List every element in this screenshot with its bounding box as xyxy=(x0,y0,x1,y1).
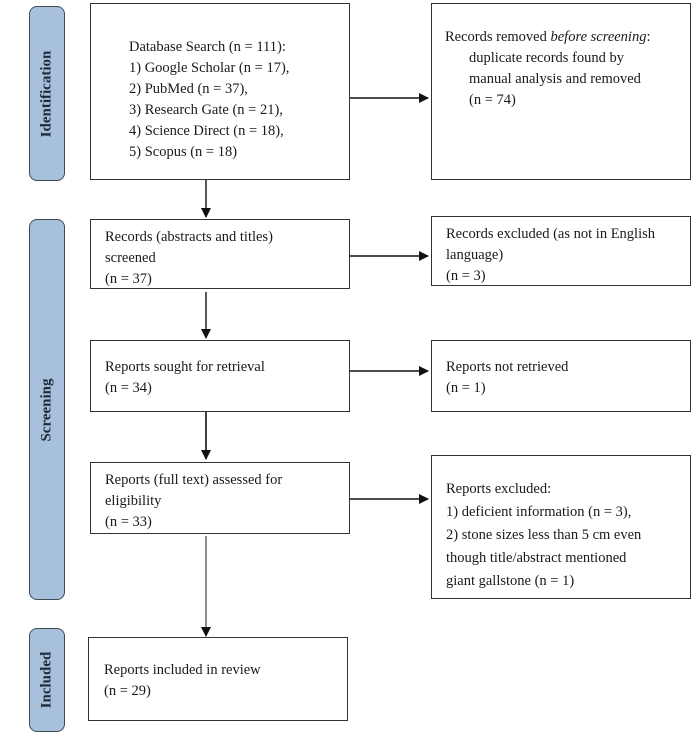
reports-sought-line: (n = 34) xyxy=(105,380,152,396)
records-excluded-line: Records excluded (as not in English xyxy=(446,226,655,242)
reports-sought-box: Reports sought for retrieval (n = 34) xyxy=(90,340,350,412)
phase-included: Included xyxy=(29,628,65,732)
reports-assessed-line: eligibility xyxy=(105,493,162,509)
reports-not-retrieved-box: Reports not retrieved (n = 1) xyxy=(431,340,691,412)
records-removed-line: manual analysis and removed xyxy=(469,71,641,87)
database-search-line: 4) Science Direct (n = 18), xyxy=(129,123,284,139)
records-excluded-box: Records excluded (as not in English lang… xyxy=(431,216,691,286)
records-screened-line: Records (abstracts and titles) xyxy=(105,229,273,245)
records-screened-line: screened xyxy=(105,250,156,266)
records-removed-line: duplicate records found by xyxy=(469,50,625,66)
reports-excluded-line: Reports excluded: xyxy=(446,481,552,497)
phase-screening: Screening xyxy=(29,219,65,600)
records-screened-line: (n = 37) xyxy=(105,271,152,287)
reports-included-box: Reports included in review (n = 29) xyxy=(88,637,348,721)
reports-sought-line: Reports sought for retrieval xyxy=(105,359,265,375)
database-search-line: 3) Research Gate (n = 21), xyxy=(129,102,283,118)
reports-included-line: (n = 29) xyxy=(104,683,151,699)
database-search-line: Database Search (n = 111): xyxy=(129,39,286,55)
phase-identification: Identification xyxy=(29,6,65,181)
reports-excluded-line: though title/abstract mentioned xyxy=(446,550,627,566)
database-search-line: 1) Google Scholar (n = 17), xyxy=(129,60,290,76)
records-removed-lead: Records removed xyxy=(445,29,551,45)
reports-excluded-box: Reports excluded: 1) deficient informati… xyxy=(431,455,691,599)
records-excluded-line: language) xyxy=(446,247,504,263)
records-screened-box: Records (abstracts and titles) screened … xyxy=(90,219,350,289)
reports-excluded-line: 2) stone sizes less than 5 cm even xyxy=(446,527,642,543)
records-removed-lead-italic: before screening xyxy=(550,29,647,45)
records-removed-heading: Records removed before screening: xyxy=(445,27,690,48)
database-search-line: 5) Scopus (n = 18) xyxy=(129,144,238,160)
reports-assessed-box: Reports (full text) assessed for eligibi… xyxy=(90,462,350,534)
reports-excluded-line: giant gallstone (n = 1) xyxy=(446,573,575,589)
reports-included-line: Reports included in review xyxy=(104,662,261,678)
reports-assessed-line: (n = 33) xyxy=(105,514,152,530)
records-removed-lead-end: : xyxy=(646,29,651,45)
records-removed-box: Records removed before screening: duplic… xyxy=(431,3,691,180)
reports-not-retrieved-line: (n = 1) xyxy=(446,380,486,396)
records-removed-line: (n = 74) xyxy=(469,92,516,108)
records-excluded-line: (n = 3) xyxy=(446,268,486,284)
reports-excluded-line: 1) deficient information (n = 3), xyxy=(446,504,632,520)
database-search-line: 2) PubMed (n = 37), xyxy=(129,81,248,97)
reports-assessed-line: Reports (full text) assessed for xyxy=(105,472,283,488)
database-search-box: Database Search (n = 111): 1) Google Sch… xyxy=(90,3,350,180)
reports-not-retrieved-line: Reports not retrieved xyxy=(446,359,569,375)
